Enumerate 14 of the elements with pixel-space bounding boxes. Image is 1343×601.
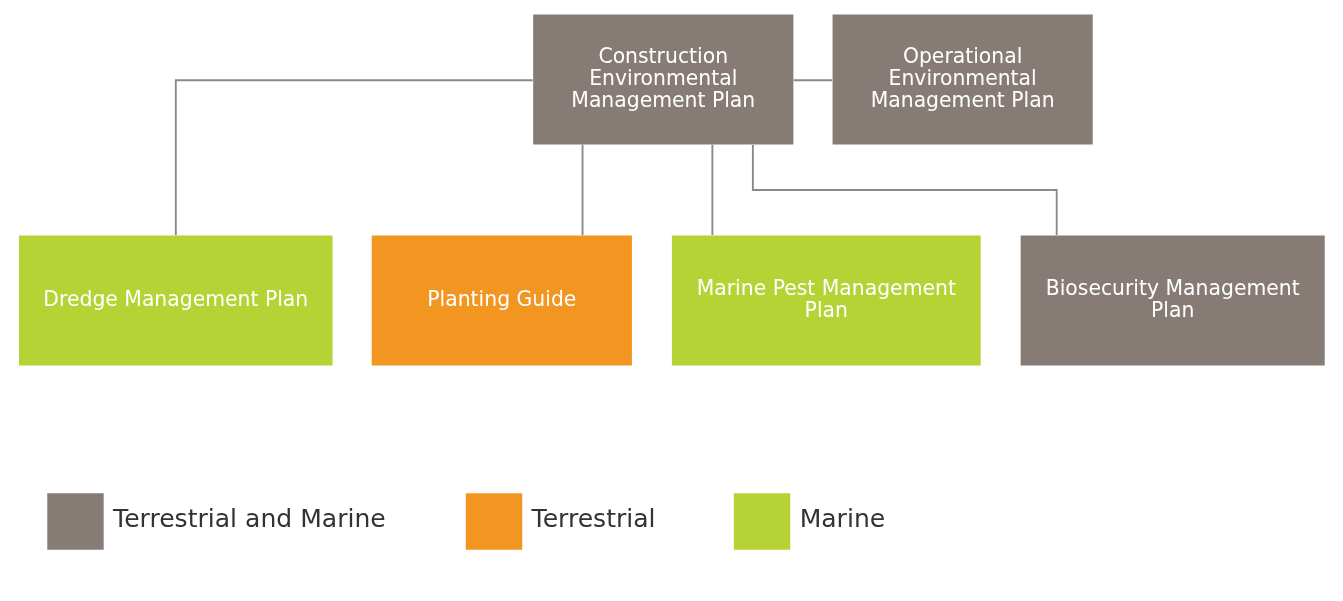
connector <box>711 143 714 237</box>
node-box: Biosecurity Management Plan <box>1020 235 1325 366</box>
node-box: Operational Environmental Management Plan <box>832 14 1093 145</box>
connector <box>174 79 534 236</box>
node-box: Planting Guide <box>371 235 632 366</box>
connector <box>581 143 584 237</box>
legend-label: Marine <box>799 504 886 534</box>
node-box: Dredge Management Plan <box>19 235 333 366</box>
legend-label: Terrestrial <box>531 504 656 534</box>
connector <box>751 144 1058 236</box>
node-box: Construction Environmental Management Plan <box>533 14 794 145</box>
legend-label: Terrestrial and Marine <box>113 504 386 534</box>
connector <box>792 79 834 82</box>
node-box: Marine Pest Management Plan <box>671 235 981 366</box>
